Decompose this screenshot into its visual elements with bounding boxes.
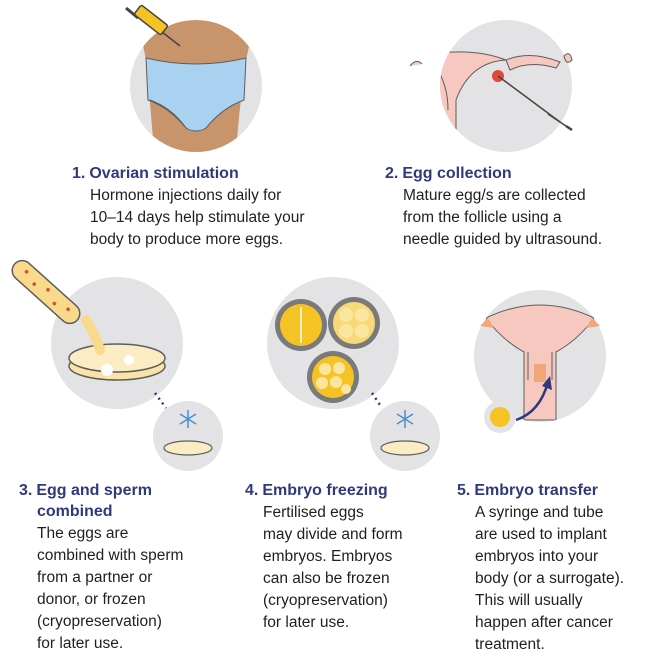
step-5: 5.Embryo transfer A syringe and tube are… <box>457 480 624 656</box>
step-5-line: treatment. <box>475 636 545 653</box>
step-1-line: 10–14 days help stimulate your <box>90 209 305 226</box>
step-5-line: are used to implant <box>475 526 607 543</box>
step-3-line: from a partner or <box>37 569 153 586</box>
step-1-number: 1. <box>72 165 86 182</box>
step-2-number: 2. <box>385 165 399 182</box>
step-4-line: (cryopreservation) <box>263 592 388 609</box>
step-3-line: (cryopreservation) <box>37 613 162 630</box>
step-4-line: embryos. Embryos <box>263 548 393 565</box>
embryo-icon <box>275 297 380 403</box>
step-1: 1.Ovarian stimulation Hormone injections… <box>72 163 305 251</box>
step-3-line: donor, or frozen <box>37 591 146 608</box>
step-1-line: Hormone injections daily for <box>90 187 282 204</box>
step-1-body: Hormone injections daily for 10–14 days … <box>90 185 305 251</box>
step-1-title-text: Ovarian stimulation <box>89 165 239 182</box>
step-4: 4.Embryo freezing Fertilised eggs may di… <box>245 480 403 634</box>
step-2: 2.Egg collection Mature egg/s are collec… <box>385 163 602 251</box>
step-5-title: 5.Embryo transfer <box>457 480 624 501</box>
step-3: 3.Egg and sperm combined The eggs are co… <box>19 480 183 655</box>
step-4-line: can also be frozen <box>263 570 390 587</box>
step-3-line: for later use. <box>37 635 124 652</box>
step3-illustration <box>11 259 223 471</box>
step-5-body: A syringe and tube are used to implant e… <box>475 502 624 656</box>
step-4-line: may divide and form <box>263 526 403 543</box>
step-3-title-line2: combined <box>37 503 113 520</box>
petri-dish-icon <box>68 343 166 381</box>
step-1-title: 1.Ovarian stimulation <box>72 163 305 184</box>
step-3-title-text: Egg and sperm <box>36 482 152 499</box>
step-4-line: for later use. <box>263 614 350 631</box>
step-3-body: The eggs are combined with sperm from a … <box>37 523 183 655</box>
step-2-title-text: Egg collection <box>402 165 512 182</box>
step-5-number: 5. <box>457 482 471 499</box>
step-4-body: Fertilised eggs may divide and form embr… <box>263 502 403 634</box>
step-3-line: combined with sperm <box>37 547 184 564</box>
arrow-icon <box>542 376 552 390</box>
step-4-title-text: Embryo freezing <box>262 482 388 499</box>
step1-illustration <box>125 4 262 152</box>
step-2-body: Mature egg/s are collected from the foll… <box>403 185 602 251</box>
snowflake-icon <box>179 410 197 428</box>
step-5-line: embryos into your <box>475 548 599 565</box>
step-2-line: from the follicle using a <box>403 209 562 226</box>
sample-tube <box>11 259 81 325</box>
step-5-line: body (or a surrogate). <box>475 570 625 587</box>
step-4-line: Fertilised eggs <box>263 504 364 521</box>
step-5-line: happen after cancer <box>475 614 613 631</box>
step-5-line: A syringe and tube <box>475 504 604 521</box>
step-5-line: This will usually <box>475 592 583 609</box>
step-5-title-text: Embryo transfer <box>474 482 598 499</box>
step-3-line: The eggs are <box>37 525 129 542</box>
syringe-icon <box>125 4 181 47</box>
step5-illustration <box>474 290 606 433</box>
step-2-line: Mature egg/s are collected <box>403 187 586 204</box>
step-1-line: body to produce more eggs. <box>90 231 284 248</box>
step-2-line: needle guided by ultrasound. <box>403 231 603 248</box>
step-2-title: 2.Egg collection <box>385 163 602 184</box>
step-4-title: 4.Embryo freezing <box>245 480 403 501</box>
step4-illustration <box>267 277 440 471</box>
step-3-number: 3. <box>19 482 33 499</box>
step-3-title: 3.Egg and sperm combined <box>19 480 183 522</box>
step-4-number: 4. <box>245 482 259 499</box>
step2-illustration <box>409 20 573 152</box>
